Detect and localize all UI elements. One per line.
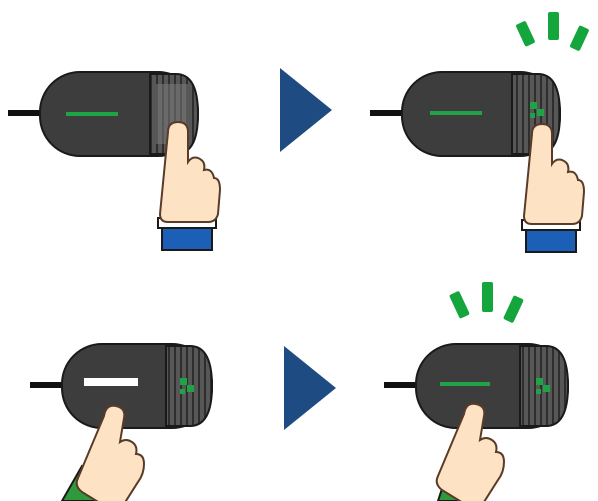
indicator-light-icon bbox=[430, 111, 482, 115]
cord-icon bbox=[384, 382, 424, 388]
step-1-after bbox=[370, 12, 589, 253]
cord-icon bbox=[370, 110, 410, 116]
pressing-hand-icon bbox=[157, 120, 222, 251]
step-2-after bbox=[384, 282, 570, 501]
pressing-hand-icon bbox=[60, 404, 146, 501]
indicator-light-icon bbox=[536, 378, 550, 394]
indicator-light-icon bbox=[66, 112, 118, 116]
step-2-before bbox=[30, 343, 214, 501]
arrow-right-icon bbox=[280, 68, 332, 152]
activity-burst-icon bbox=[449, 282, 524, 323]
indicator-light-icon bbox=[440, 382, 490, 386]
pressing-hand-icon bbox=[521, 122, 586, 253]
step-1-before bbox=[8, 71, 222, 251]
device-icon bbox=[39, 71, 200, 157]
indicator-light-icon bbox=[530, 102, 544, 118]
indicator-light-icon bbox=[180, 378, 194, 394]
arrow-right-icon bbox=[284, 346, 336, 430]
device-icon bbox=[415, 343, 570, 429]
cord-icon bbox=[30, 382, 70, 388]
cord-icon bbox=[8, 110, 48, 116]
pressing-hand-icon bbox=[435, 402, 506, 501]
indicator-light-icon bbox=[84, 378, 138, 386]
activity-burst-icon bbox=[516, 12, 589, 51]
